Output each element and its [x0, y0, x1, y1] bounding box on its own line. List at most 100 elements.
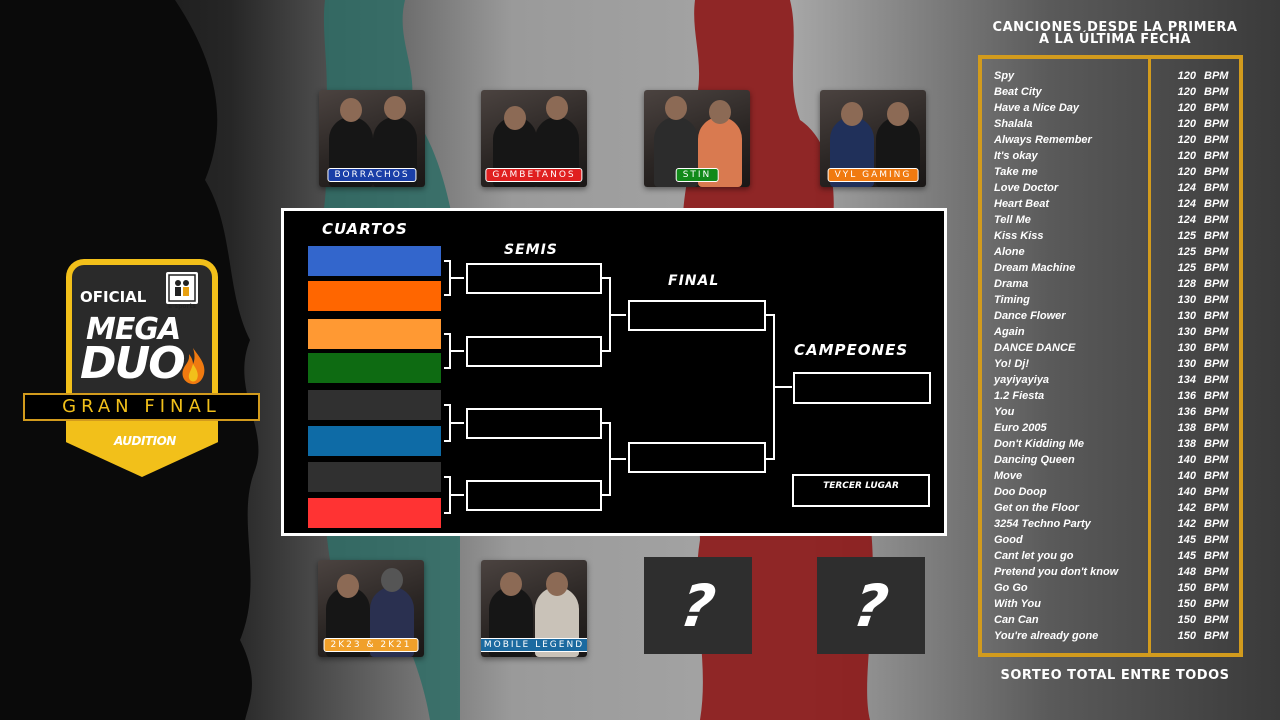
song-name: Love Doctor [994, 182, 1059, 194]
player-head [546, 572, 568, 596]
song-name: Beat City [994, 86, 1042, 98]
player-head [709, 100, 731, 124]
tercer-lugar-slot: TERCER LUGAR [792, 474, 930, 507]
question-mark-icon: ? [849, 571, 893, 640]
cuartos-slot-2 [308, 281, 441, 311]
esports-logo-icon [166, 272, 198, 304]
songs-title-line-1: CANCIONES DESDE LA PRIMERA [992, 20, 1238, 35]
song-name: Heart Beat [994, 198, 1050, 210]
song-bpm: 142 [1177, 518, 1196, 530]
player-head [887, 102, 909, 126]
song-bpm: 124 [1177, 182, 1196, 194]
song-bpm: 130 [1177, 326, 1196, 338]
song-bpm: 125 [1177, 262, 1196, 274]
mystery-team-card-1: ? [644, 557, 752, 654]
song-bpm-unit: BPM [1204, 294, 1229, 306]
song-bpm-unit: BPM [1204, 326, 1229, 338]
song-bpm-unit: BPM [1204, 198, 1229, 210]
song-name: You [994, 406, 1015, 418]
song-bpm-unit: BPM [1204, 454, 1229, 466]
song-bpm: 120 [1177, 166, 1196, 178]
song-bpm-unit: BPM [1204, 550, 1229, 562]
song-bpm: 150 [1177, 598, 1196, 610]
song-name: Good [994, 534, 1023, 546]
song-name: Alone [994, 246, 1025, 258]
player-head [665, 96, 687, 120]
song-bpm-unit: BPM [1204, 358, 1229, 370]
song-row: Heart Beat 124 BPM [994, 196, 1234, 212]
team-label-mobile-legend: MOBILE LEGEND [481, 638, 587, 652]
song-bpm-unit: BPM [1204, 582, 1229, 594]
song-name: 1.2 Fiesta [994, 390, 1045, 402]
song-name: Dancing Queen [994, 454, 1075, 466]
song-name: Timing [994, 294, 1030, 306]
song-bpm: 136 [1177, 406, 1196, 418]
cuartos-slot-5 [308, 390, 441, 420]
song-bpm: 128 [1177, 278, 1196, 290]
song-name: Tell Me [994, 214, 1031, 226]
cuartos-slot-7 [308, 462, 441, 492]
mystery-team-card-2: ? [817, 557, 925, 654]
song-name: Go Go [994, 582, 1028, 594]
song-name: Don't Kidding Me [994, 438, 1084, 450]
final-slot-2 [628, 442, 766, 473]
song-bpm-unit: BPM [1204, 614, 1229, 626]
song-name: Dream Machine [994, 262, 1076, 274]
song-name: Shalala [994, 118, 1033, 130]
song-bpm-unit: BPM [1204, 470, 1229, 482]
song-bpm-unit: BPM [1204, 246, 1229, 258]
song-bpm-unit: BPM [1204, 566, 1229, 578]
song-bpm-unit: BPM [1204, 118, 1229, 130]
campeones-slot [793, 372, 931, 404]
player-head [381, 568, 403, 592]
logo-oficial-text: OFICIAL [80, 288, 147, 306]
team-label-stin: STIN [675, 168, 719, 182]
songs-footer: SORTEO TOTAL ENTRE TODOS [1000, 668, 1230, 683]
song-bpm-unit: BPM [1204, 422, 1229, 434]
song-bpm: 124 [1177, 214, 1196, 226]
song-bpm: 142 [1177, 502, 1196, 514]
song-bpm-unit: BPM [1204, 150, 1229, 162]
song-bpm: 125 [1177, 230, 1196, 242]
cuartos-slot-1 [308, 246, 441, 276]
player-head [500, 572, 522, 596]
song-bpm: 150 [1177, 582, 1196, 594]
song-bpm: 120 [1177, 102, 1196, 114]
song-bpm-unit: BPM [1204, 262, 1229, 274]
player-head [384, 96, 406, 120]
song-bpm-unit: BPM [1204, 518, 1229, 530]
song-name: Get on the Floor [994, 502, 1079, 514]
song-name: Have a Nice Day [994, 102, 1079, 114]
song-bpm: 136 [1177, 390, 1196, 402]
song-bpm-unit: BPM [1204, 214, 1229, 226]
song-row: Go Go 150 BPM [994, 580, 1234, 596]
player-head [841, 102, 863, 126]
cuartos-slot-6 [308, 426, 441, 456]
song-bpm-unit: BPM [1204, 534, 1229, 546]
song-name: DANCE DANCE [994, 342, 1076, 354]
player-head [337, 574, 359, 598]
song-bpm: 120 [1177, 150, 1196, 162]
song-name: Again [994, 326, 1025, 338]
song-bpm: 124 [1177, 198, 1196, 210]
song-bpm: 140 [1177, 486, 1196, 498]
cuartos-slot-3 [308, 319, 441, 349]
team-card-2k23-2k21: 2K23 & 2K21 [318, 560, 424, 657]
logo-duo-text: DUO [80, 338, 186, 389]
